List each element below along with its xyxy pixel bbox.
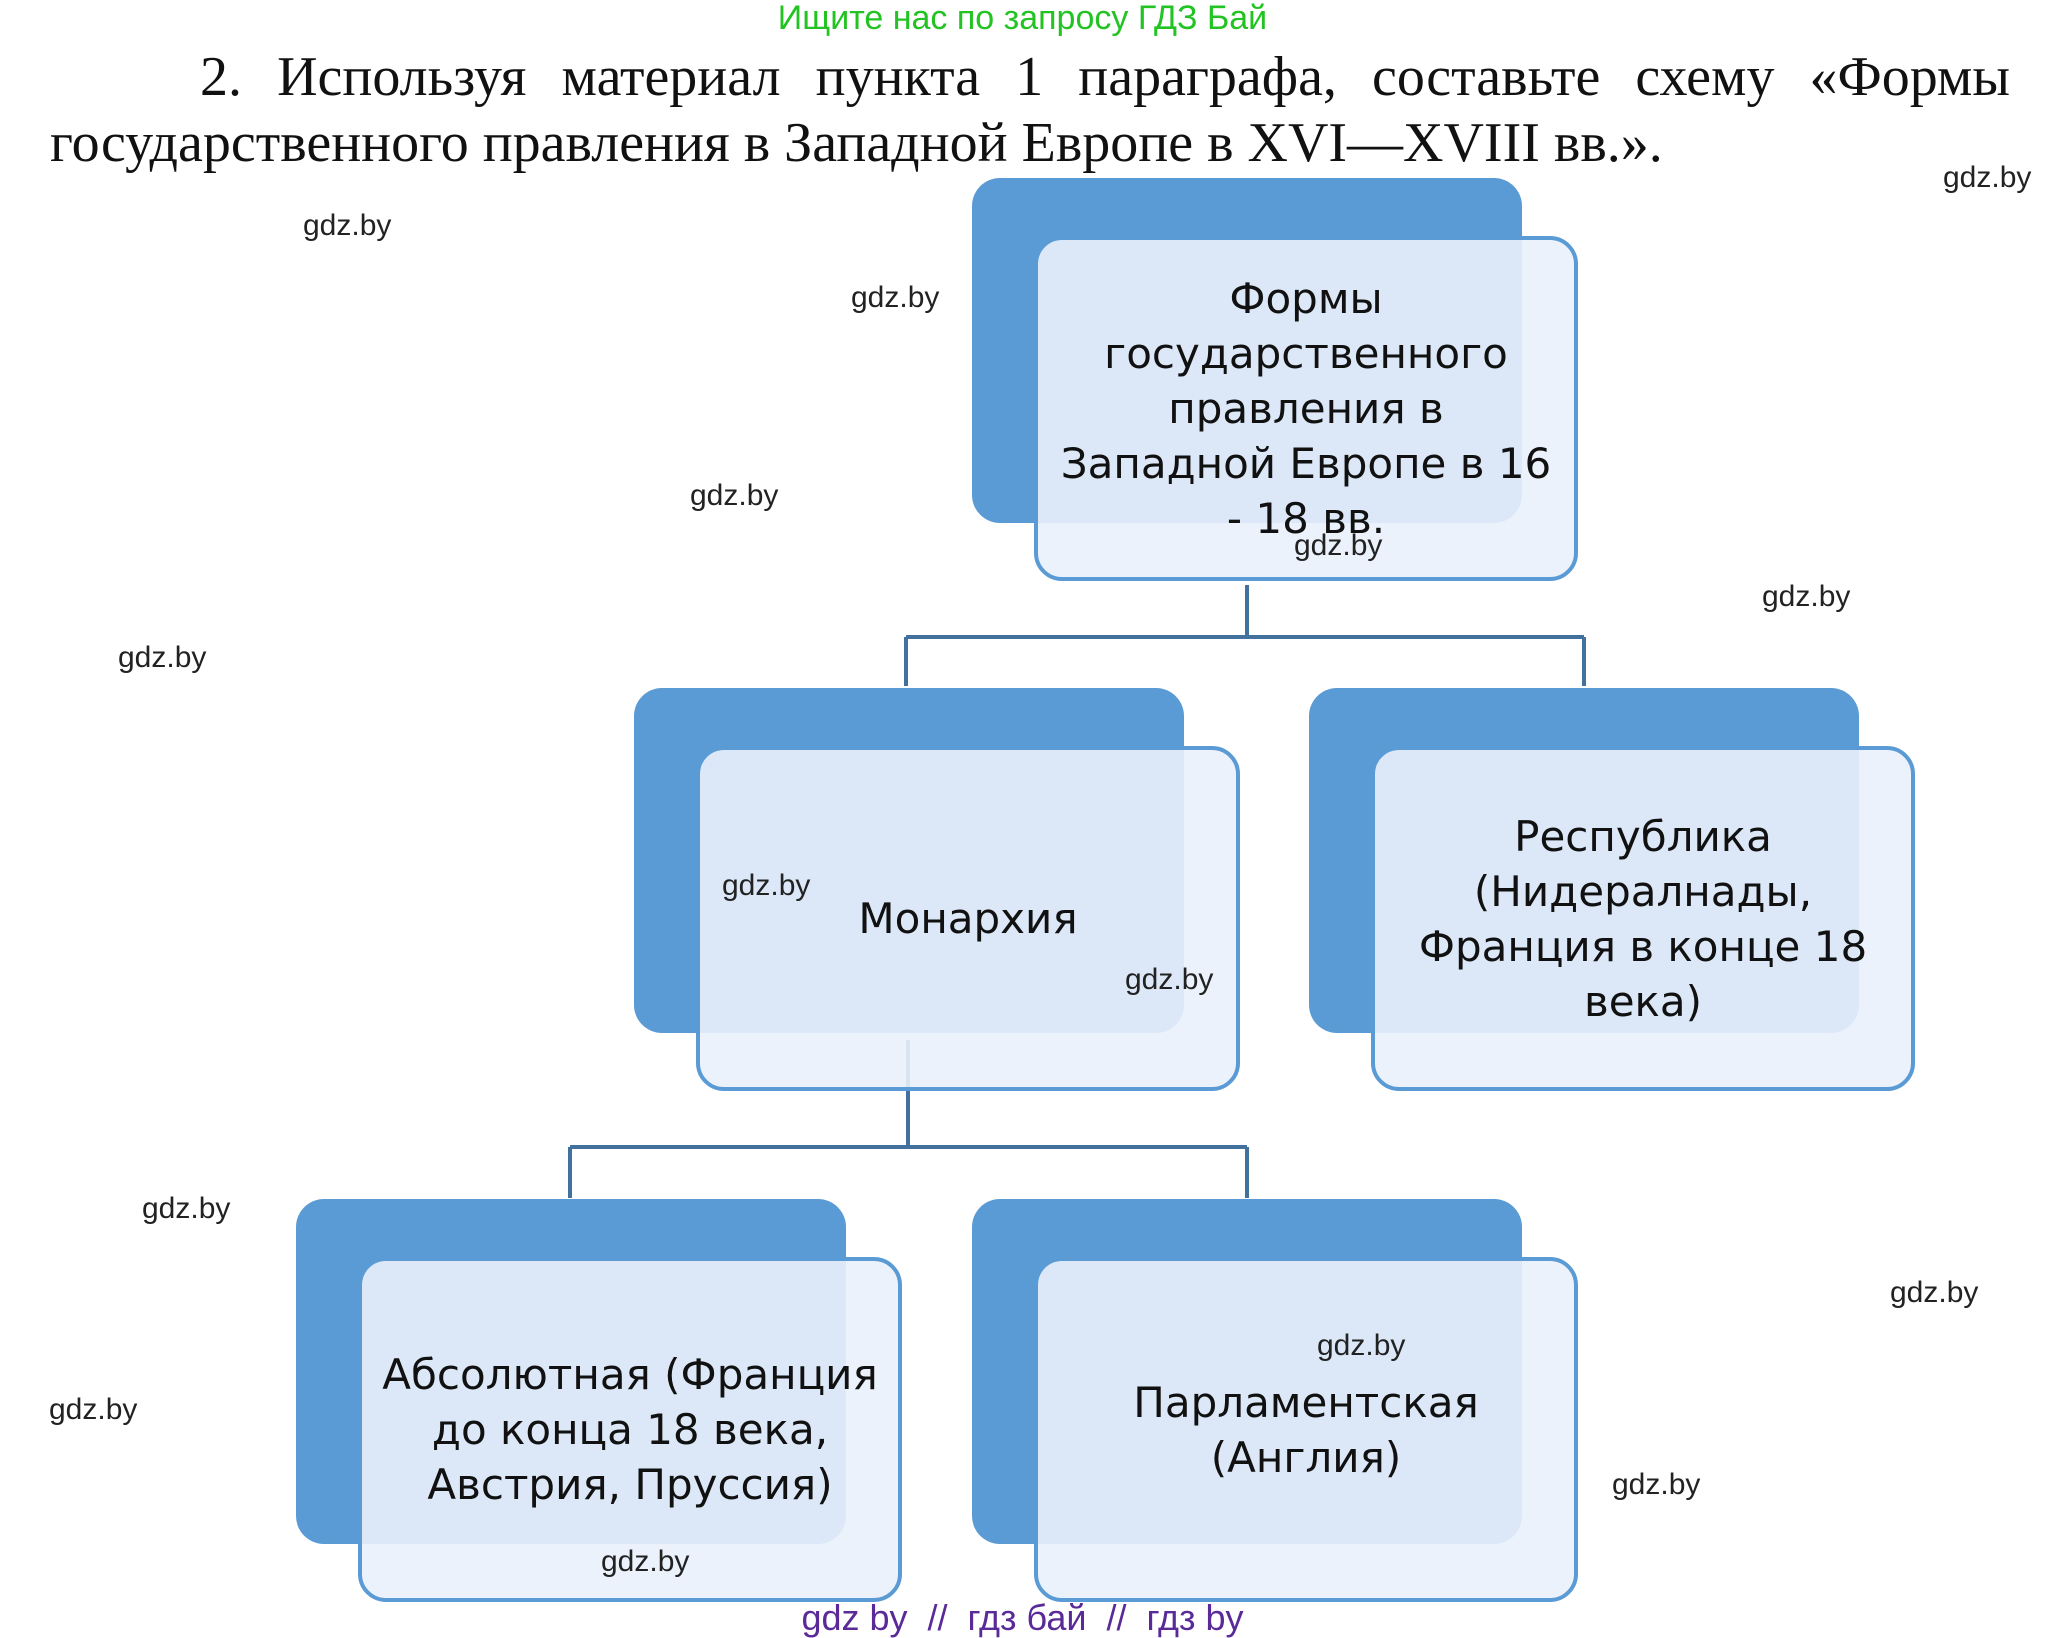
node-republic-box: Республика (Нидералнады, Франция в конце… [1371, 746, 1915, 1091]
top-banner: Ищите нас по запросу ГДЗ Бай [777, 0, 1268, 37]
node-monarchy-label: Монархия [858, 894, 1078, 943]
watermark: gdz.by [601, 1545, 690, 1578]
watermark: gdz.by [1762, 580, 1851, 613]
task-text: 2. Используя материал пункта 1 параграфа… [50, 44, 2010, 176]
watermark: gdz.by [1612, 1468, 1701, 1501]
watermark: gdz.by [1125, 963, 1214, 996]
watermark: gdz.by [722, 869, 811, 902]
watermark: gdz.by [1943, 161, 2032, 194]
node-root-box: Формы государственного правления в Запад… [1034, 236, 1578, 581]
watermark: gdz.by [1890, 1276, 1979, 1309]
watermark: gdz.by [303, 209, 392, 242]
watermark: gdz.by [49, 1393, 138, 1426]
node-republic: Республика (Нидералнады, Франция в конце… [1309, 688, 1919, 1098]
watermark: gdz.by [1294, 529, 1383, 562]
node-root: Формы государственного правления в Запад… [972, 178, 1582, 588]
task-line-2: государственного правления в Западной Ев… [50, 112, 1663, 174]
node-republic-label: Республика (Нидералнады, Франция в конце… [1418, 811, 1868, 1026]
watermark: gdz.by [142, 1192, 231, 1225]
node-parliamentary-label: Парламентская (Англия) [1133, 1377, 1479, 1482]
node-monarchy-box: Монархия [696, 746, 1240, 1091]
watermark: gdz.by [851, 281, 940, 314]
watermark: gdz.by [118, 641, 207, 674]
watermark: gdz.by [1317, 1329, 1406, 1362]
node-root-label: Формы государственного правления в Запад… [1060, 274, 1552, 543]
footer-text: gdz by // гдз бай // гдз by [801, 1597, 1244, 1638]
node-absolute-label: Абсолютная (Франция до конца 18 века, Ав… [382, 1350, 878, 1509]
node-parliamentary: Парламентская (Англия) [972, 1199, 1582, 1609]
node-parliamentary-box: Парламентская (Англия) [1034, 1257, 1578, 1602]
task-line-1: 2. Используя материал пункта 1 параграфа… [200, 46, 2010, 108]
node-absolute-box: Абсолютная (Франция до конца 18 века, Ав… [358, 1257, 902, 1602]
node-absolute: Абсолютная (Франция до конца 18 века, Ав… [296, 1199, 906, 1609]
watermark: gdz.by [690, 479, 779, 512]
node-monarchy: Монархия [634, 688, 1244, 1098]
